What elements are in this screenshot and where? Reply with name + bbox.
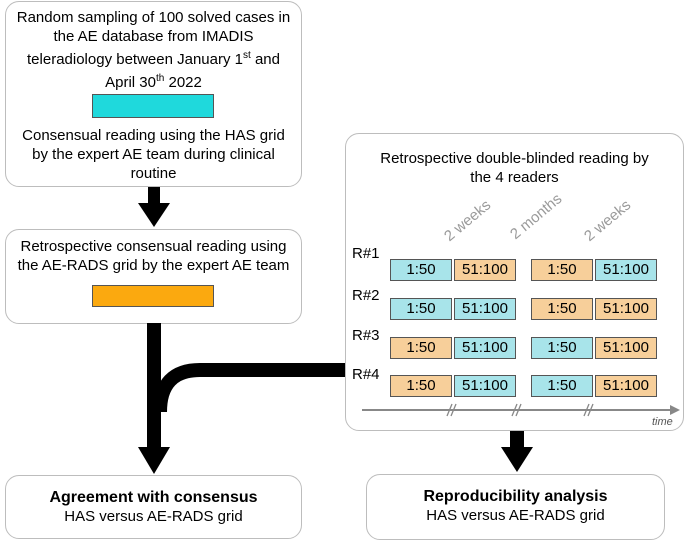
cell-r1-b: 51:100 [454,259,516,281]
sampling-line-3-text: teleradiology between January 1 [27,51,243,68]
aerads-line-1: Retrospective consensual reading using [20,238,287,255]
arrow-3-head [501,447,533,472]
has-line-1: Consensual reading using the HAS grid [22,127,285,144]
cell-r2-c: 1:50 [531,298,593,320]
arrow-1-shaft [148,187,160,205]
agreement-subtitle: HAS versus AE-RADS grid [64,508,243,525]
timeline-breaks [446,403,594,417]
double-blind-text: Retrospective double-blinded reading by … [345,149,684,187]
has-line-3: routine [130,165,177,182]
cell-r4-a: 1:50 [390,375,452,397]
sampling-sup-st: st [243,50,251,61]
sampling-line-3: teleradiology between January 1st and [5,46,302,69]
arrow-1-head [138,203,170,227]
has-line-2: by the expert AE team during clinical [32,146,275,163]
aerads-consensus-text: Retrospective consensual reading using t… [5,237,302,275]
cell-r2-a: 1:50 [390,298,452,320]
cell-r1-d: 51:100 [595,259,657,281]
cell-r1-c: 1:50 [531,259,593,281]
sampling-line-4-tail: 2022 [164,74,202,91]
cell-r2-b: 51:100 [454,298,516,320]
reproducibility-title: Reproducibility analysis [423,488,608,505]
agreement-text: Agreement with consensus HAS versus AE-R… [5,488,302,526]
cell-r3-d: 51:100 [595,337,657,359]
reproducibility-subtitle: HAS versus AE-RADS grid [426,507,605,524]
cell-r4-d: 51:100 [595,375,657,397]
timeline-arrowhead [670,405,680,415]
reader-label: R#2 [352,287,380,304]
double-blind-line-2: the 4 readers [470,169,559,186]
aerads-line-2: the AE-RADS grid by the expert AE team [17,257,290,274]
cell-r4-c: 1:50 [531,375,593,397]
sampling-line-1: Random sampling of 100 solved cases in [16,9,291,26]
cell-r1-a: 1:50 [390,259,452,281]
arrow-2-shaft [147,323,161,451]
time-label: time [652,416,673,428]
orange-bar [92,285,214,307]
sampling-line-3-tail: and [250,51,280,68]
cell-r3-c: 1:50 [531,337,593,359]
cell-r3-a: 1:50 [390,337,452,359]
agreement-box [5,475,302,539]
cell-r4-b: 51:100 [454,375,516,397]
sampling-line-4-text: April 30 [105,74,156,91]
aerads-consensus-box [5,229,302,324]
reproducibility-box [366,474,665,540]
reader-label: R#1 [352,245,380,262]
double-blind-line-1: Retrospective double-blinded reading by [380,150,649,167]
arrow-3-shaft [510,431,524,449]
reproducibility-text: Reproducibility analysis HAS versus AE-R… [366,487,665,525]
sampling-line-2: the AE database from IMADIS [53,28,254,45]
reader-label: R#4 [352,366,380,383]
merge-curve [153,363,345,413]
sampling-line-4: April 30th 2022 [5,69,302,92]
agreement-title: Agreement with consensus [49,489,258,506]
sampling-text: Random sampling of 100 solved cases in t… [5,8,302,92]
cell-r3-b: 51:100 [454,337,516,359]
sampling-sup-th: th [155,73,165,84]
arrow-2-head [138,447,170,474]
cyan-bar [92,94,214,118]
has-consensus-text: Consensual reading using the HAS grid by… [5,126,302,183]
reader-label: R#3 [352,327,380,344]
cell-r2-d: 51:100 [595,298,657,320]
